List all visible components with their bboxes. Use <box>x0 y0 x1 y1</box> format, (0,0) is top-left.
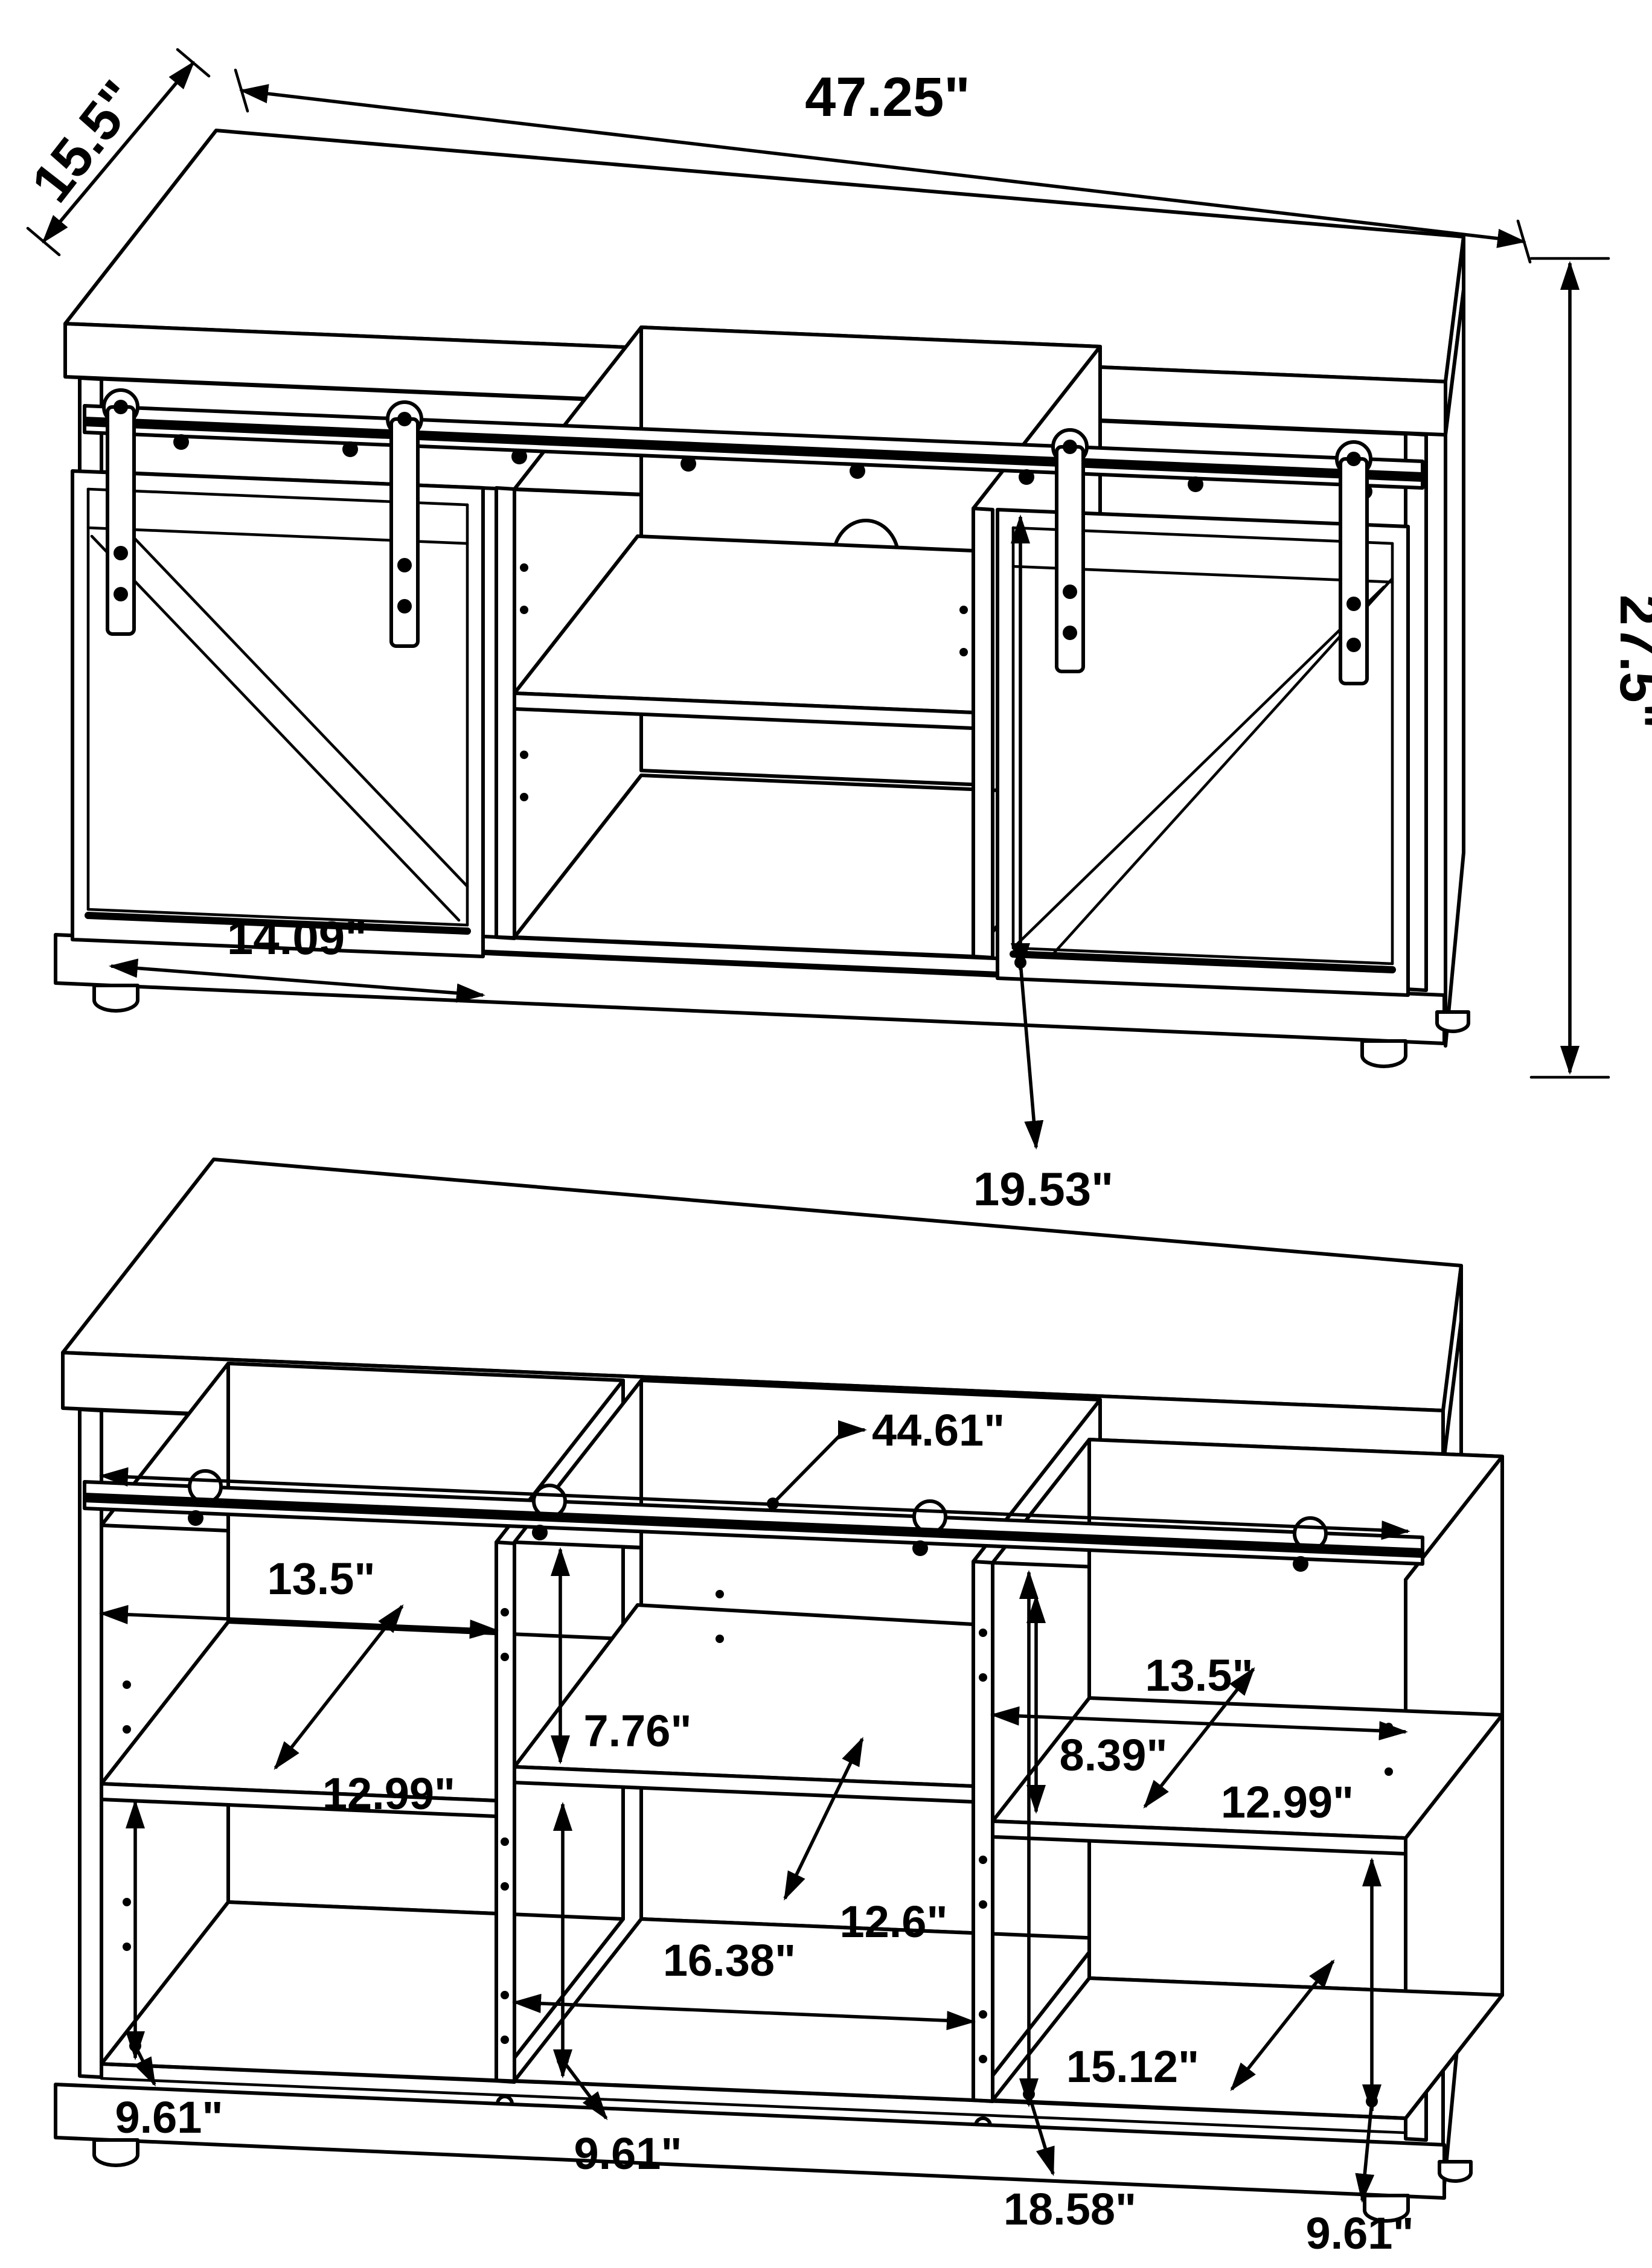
console-base <box>54 2062 1473 2223</box>
dim-left-shelf-depth: 12.99" <box>274 1604 455 1819</box>
hanger-strap <box>102 388 139 636</box>
open-view: 44.61" 13.5" 12.99" 7.76" 12.6" 13.5" 8.… <box>54 1158 1504 2258</box>
dim-middle-opening: 16.38" <box>512 1935 976 2031</box>
door-hanger-straps <box>102 388 1372 685</box>
foot-rear-right <box>1438 2160 1473 2183</box>
dim-width: 47.25" <box>234 66 1532 264</box>
left-opening-label: 13.5" <box>267 1554 375 1604</box>
dim-middle-cubby-height: 9.61" <box>553 1802 682 2179</box>
dividers <box>495 1540 994 2135</box>
right-opening-label: 13.5" <box>1145 1650 1253 1700</box>
base-kick <box>54 2083 1446 2200</box>
dim-track-length: 44.61" <box>99 1405 1410 1540</box>
dim-right-shelf-depth: 12.99" <box>1143 1667 1354 1827</box>
left-divider-front <box>495 1540 516 2084</box>
dim-door-height: 19.53" <box>973 514 1113 1216</box>
door-height-label: 19.53" <box>973 1162 1113 1216</box>
middle-opening-label: 16.38" <box>663 1935 796 1985</box>
left-divider-front <box>495 486 516 940</box>
dim-left-cubby-height: 9.61" <box>115 1799 223 2142</box>
hanger-strap <box>386 400 423 648</box>
dim-middle-shelf-clearance: 7.76" <box>551 1547 692 1764</box>
hanger-strap <box>1335 440 1372 685</box>
cable-hole-reach-label: 12.6" <box>839 1897 947 1947</box>
dim-height: 27.5" <box>1529 257 1652 1079</box>
left-shelf-depth-label: 12.99" <box>322 1769 455 1819</box>
right-shelf-clearance-label: 8.39" <box>1059 1730 1167 1780</box>
height-label: 27.5" <box>1609 595 1652 729</box>
foot-left <box>92 2138 139 2167</box>
right-shelf-depth-label: 12.99" <box>1221 1777 1354 1827</box>
foot-right <box>1360 1039 1407 1068</box>
foot-right <box>1363 2194 1410 2223</box>
right-door-brace <box>1015 585 1386 946</box>
bottom-shelf-depth-label: 15.12" <box>1066 2042 1199 2092</box>
right-side-panel <box>1444 288 1465 1048</box>
foot-rear-right <box>1435 1010 1470 1033</box>
left-cubby-height-label: 9.61" <box>115 2092 223 2142</box>
hanger-strap <box>1051 428 1089 673</box>
middle-shelf-top <box>513 534 975 714</box>
dim-bottom-shelf-depth: 15.12" <box>1066 1959 1335 2092</box>
dim-right-cubby-height: 9.61" <box>1305 1857 1414 2258</box>
interior-height-label: 18.58" <box>1004 2184 1136 2234</box>
right-divider-front <box>972 507 994 959</box>
right-cubby-height-label: 9.61" <box>1305 2208 1413 2258</box>
left-door-brace <box>90 534 461 922</box>
middle-shelf-clearance-label: 7.76" <box>583 1706 691 1756</box>
door-width-label: 14.09" <box>227 911 367 964</box>
middle-cubby-height-label: 9.61" <box>574 2129 682 2179</box>
dim-door-width: 14.09" <box>109 911 485 1003</box>
track-length-label: 44.61" <box>872 1405 1005 1455</box>
right-divider-front <box>972 1560 994 2103</box>
dim-interior-height: 18.58" <box>1004 1570 1136 2234</box>
width-label: 47.25" <box>805 66 970 128</box>
dim-cable-hole-reach: 12.6" <box>783 1737 948 1947</box>
foot-left <box>92 984 139 1013</box>
assembled-view: 15.5" 47.25" 27.5" 14.09" 19.53" <box>20 48 1652 1216</box>
left-compartment <box>100 1362 625 2083</box>
